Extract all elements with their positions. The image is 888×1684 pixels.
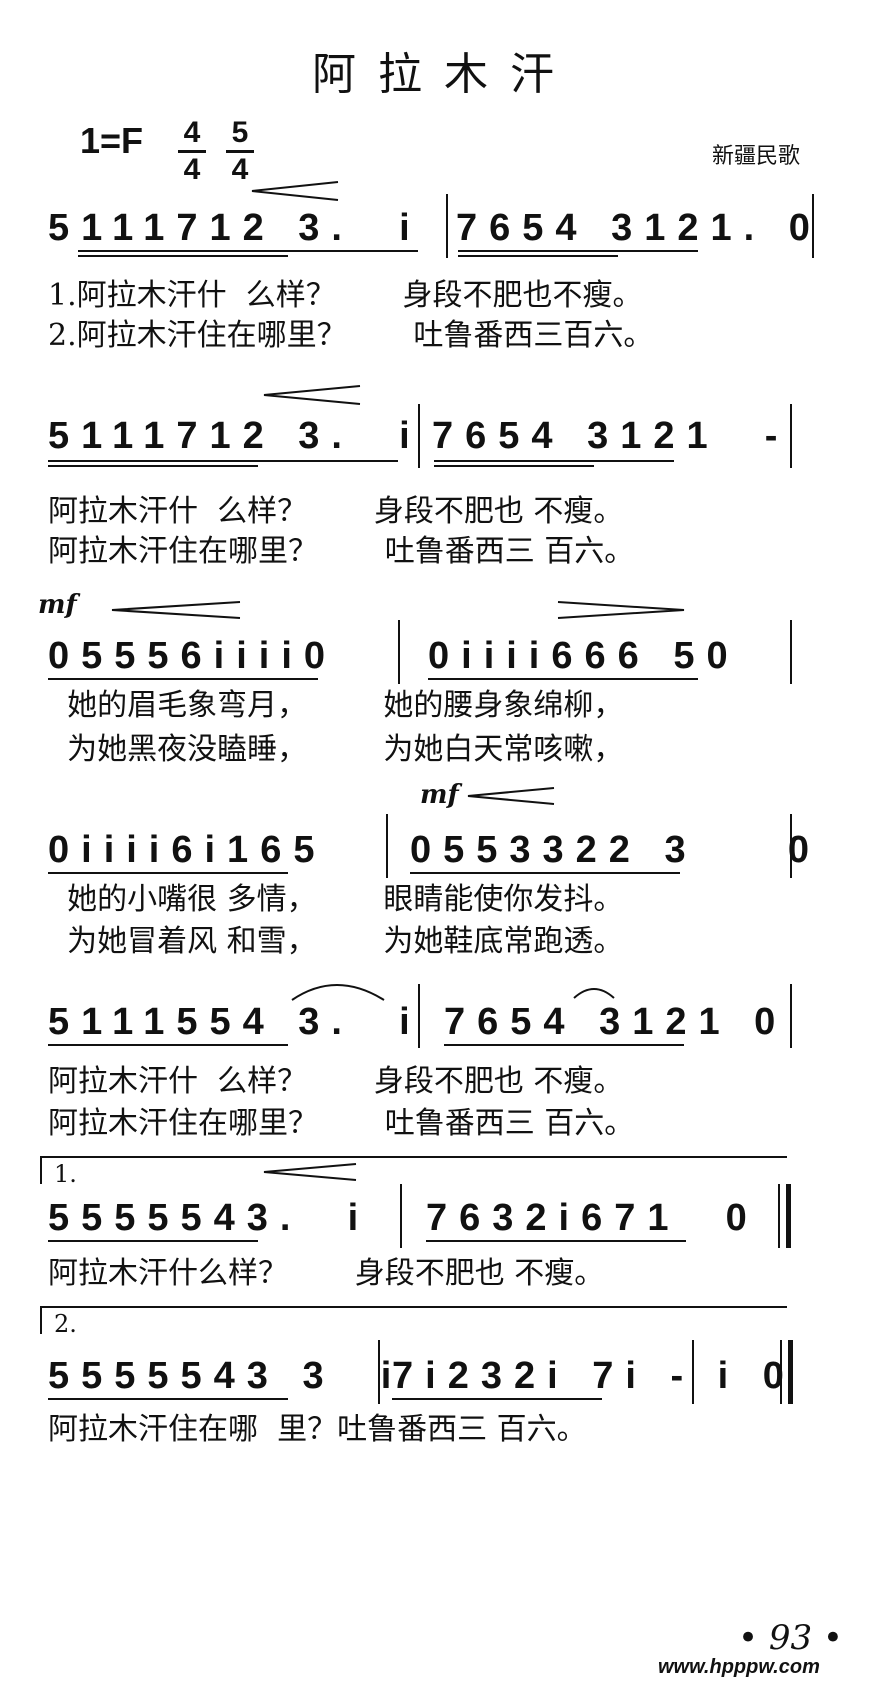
beam-underline xyxy=(458,250,698,252)
measure-1-notes: 5555543 3 i xyxy=(48,1355,404,1397)
crescendo-hairpin xyxy=(263,1163,357,1181)
measure-1-notes: 05556iiii0 xyxy=(48,635,338,677)
lyrics-verse-1: 她的眉毛象弯月， 她的腰身象绵柳， xyxy=(48,688,624,723)
measure-1-notes: 5555543. i xyxy=(48,1197,371,1239)
crescendo-hairpin xyxy=(263,385,361,405)
measure-1-notes: 5111712 3. i xyxy=(48,207,422,249)
beam-underline xyxy=(48,460,398,462)
lyrics-verse-1: 阿拉木汗住在哪 里？吐鲁番西三 百六。 xyxy=(48,1412,587,1447)
barline xyxy=(692,1340,694,1404)
lyrics-verse-2: 2.阿拉木汗住在哪里？ 吐鲁番西三百六。 xyxy=(48,318,654,353)
barline xyxy=(400,1184,402,1248)
lyrics-verse-1: 阿拉木汗什 么样？ 身段不肥也 不瘦。 xyxy=(48,494,624,529)
time-signature-4-4: 4 4 xyxy=(178,118,206,185)
crescendo-hairpin xyxy=(467,787,555,805)
measure-2-notes: 7i232i 7i - i 0 xyxy=(392,1355,796,1397)
beam-underline xyxy=(434,465,594,467)
beam-underline xyxy=(434,460,674,462)
slur-arcs xyxy=(291,984,615,1001)
dynamic-mf: mf xyxy=(420,780,459,810)
beam-underline xyxy=(444,1044,684,1046)
repeat-end-barline xyxy=(786,1184,791,1248)
beam-underline xyxy=(392,1398,602,1400)
barline xyxy=(386,814,388,878)
beam-underline xyxy=(48,678,318,680)
volta-bracket-2: 2. xyxy=(40,1306,787,1338)
beam-underline xyxy=(428,678,698,680)
lyrics-verse-1: 1.阿拉木汗什 么样？ 身段不肥也不瘦。 xyxy=(48,278,643,313)
barline xyxy=(790,984,792,1048)
barline xyxy=(790,404,792,468)
barline xyxy=(378,1340,380,1404)
barline xyxy=(418,984,420,1048)
final-barline xyxy=(788,1340,793,1404)
barline xyxy=(778,1184,780,1248)
key-signature: 1=F xyxy=(80,120,144,161)
lyrics-verse-1: 阿拉木汗什么样？ 身段不肥也 不瘦。 xyxy=(48,1256,605,1291)
lyrics-verse-2: 为她黑夜没瞌睡， 为她白天常咳嗽， xyxy=(48,732,624,767)
crescendo-hairpin xyxy=(111,601,241,619)
lyrics-verse-1: 她的小嘴很 多情， 眼睛能使你发抖。 xyxy=(48,882,624,917)
page-number: • 93 • xyxy=(738,1618,843,1658)
lyrics-verse-1: 阿拉木汗什 么样？ 身段不肥也 不瘦。 xyxy=(48,1064,624,1099)
time-signature-5-4: 5 4 xyxy=(226,118,254,185)
measure-1-notes: 5111712 3. i xyxy=(48,415,422,457)
footer-watermark: www.hpppw.com xyxy=(658,1656,820,1678)
barline xyxy=(398,620,400,684)
measure-1-notes: 0iiii6i165 xyxy=(48,829,327,871)
measure-1-notes: 5111554 3. i xyxy=(48,1001,422,1043)
measure-2-notes: 7632i671 0 xyxy=(426,1197,759,1239)
song-origin: 新疆民歌 xyxy=(712,144,801,169)
lyrics-verse-2: 为她冒着风 和雪， 为她鞋底常跑透。 xyxy=(48,924,624,959)
measure-2-notes: 7654 3121 0 xyxy=(444,1001,788,1043)
lyrics-verse-2: 阿拉木汗住在哪里？ 吐鲁番西三 百六。 xyxy=(48,534,635,569)
barline xyxy=(790,620,792,684)
measure-2-notes: 0553322 3 0 xyxy=(410,829,821,871)
dynamic-mf: mf xyxy=(38,590,77,620)
beam-underline xyxy=(78,255,288,257)
beam-underline xyxy=(458,255,618,257)
measure-2-notes: 7654 3121. 0 xyxy=(456,207,822,249)
barline xyxy=(446,194,448,258)
beam-underline xyxy=(48,872,288,874)
volta-bracket-1: 1. xyxy=(40,1156,787,1188)
decrescendo-hairpin xyxy=(557,601,685,619)
measure-2-notes: 7654 3121 - xyxy=(432,415,790,457)
measure-2-notes: 0iiii666 50 xyxy=(428,635,740,677)
beam-underline xyxy=(426,1240,686,1242)
barline xyxy=(418,404,420,468)
beam-underline xyxy=(48,465,258,467)
beam-underline xyxy=(410,872,680,874)
lyrics-verse-2: 阿拉木汗住在哪里？ 吐鲁番西三 百六。 xyxy=(48,1106,635,1141)
beam-underline xyxy=(78,250,418,252)
song-title: 阿拉木汗 xyxy=(312,49,576,100)
crescendo-hairpin xyxy=(251,181,339,201)
barline xyxy=(780,1340,782,1404)
barline xyxy=(812,194,814,258)
barline xyxy=(790,814,792,878)
beam-underline xyxy=(48,1044,288,1046)
beam-underline xyxy=(48,1398,288,1400)
beam-underline xyxy=(48,1240,258,1242)
